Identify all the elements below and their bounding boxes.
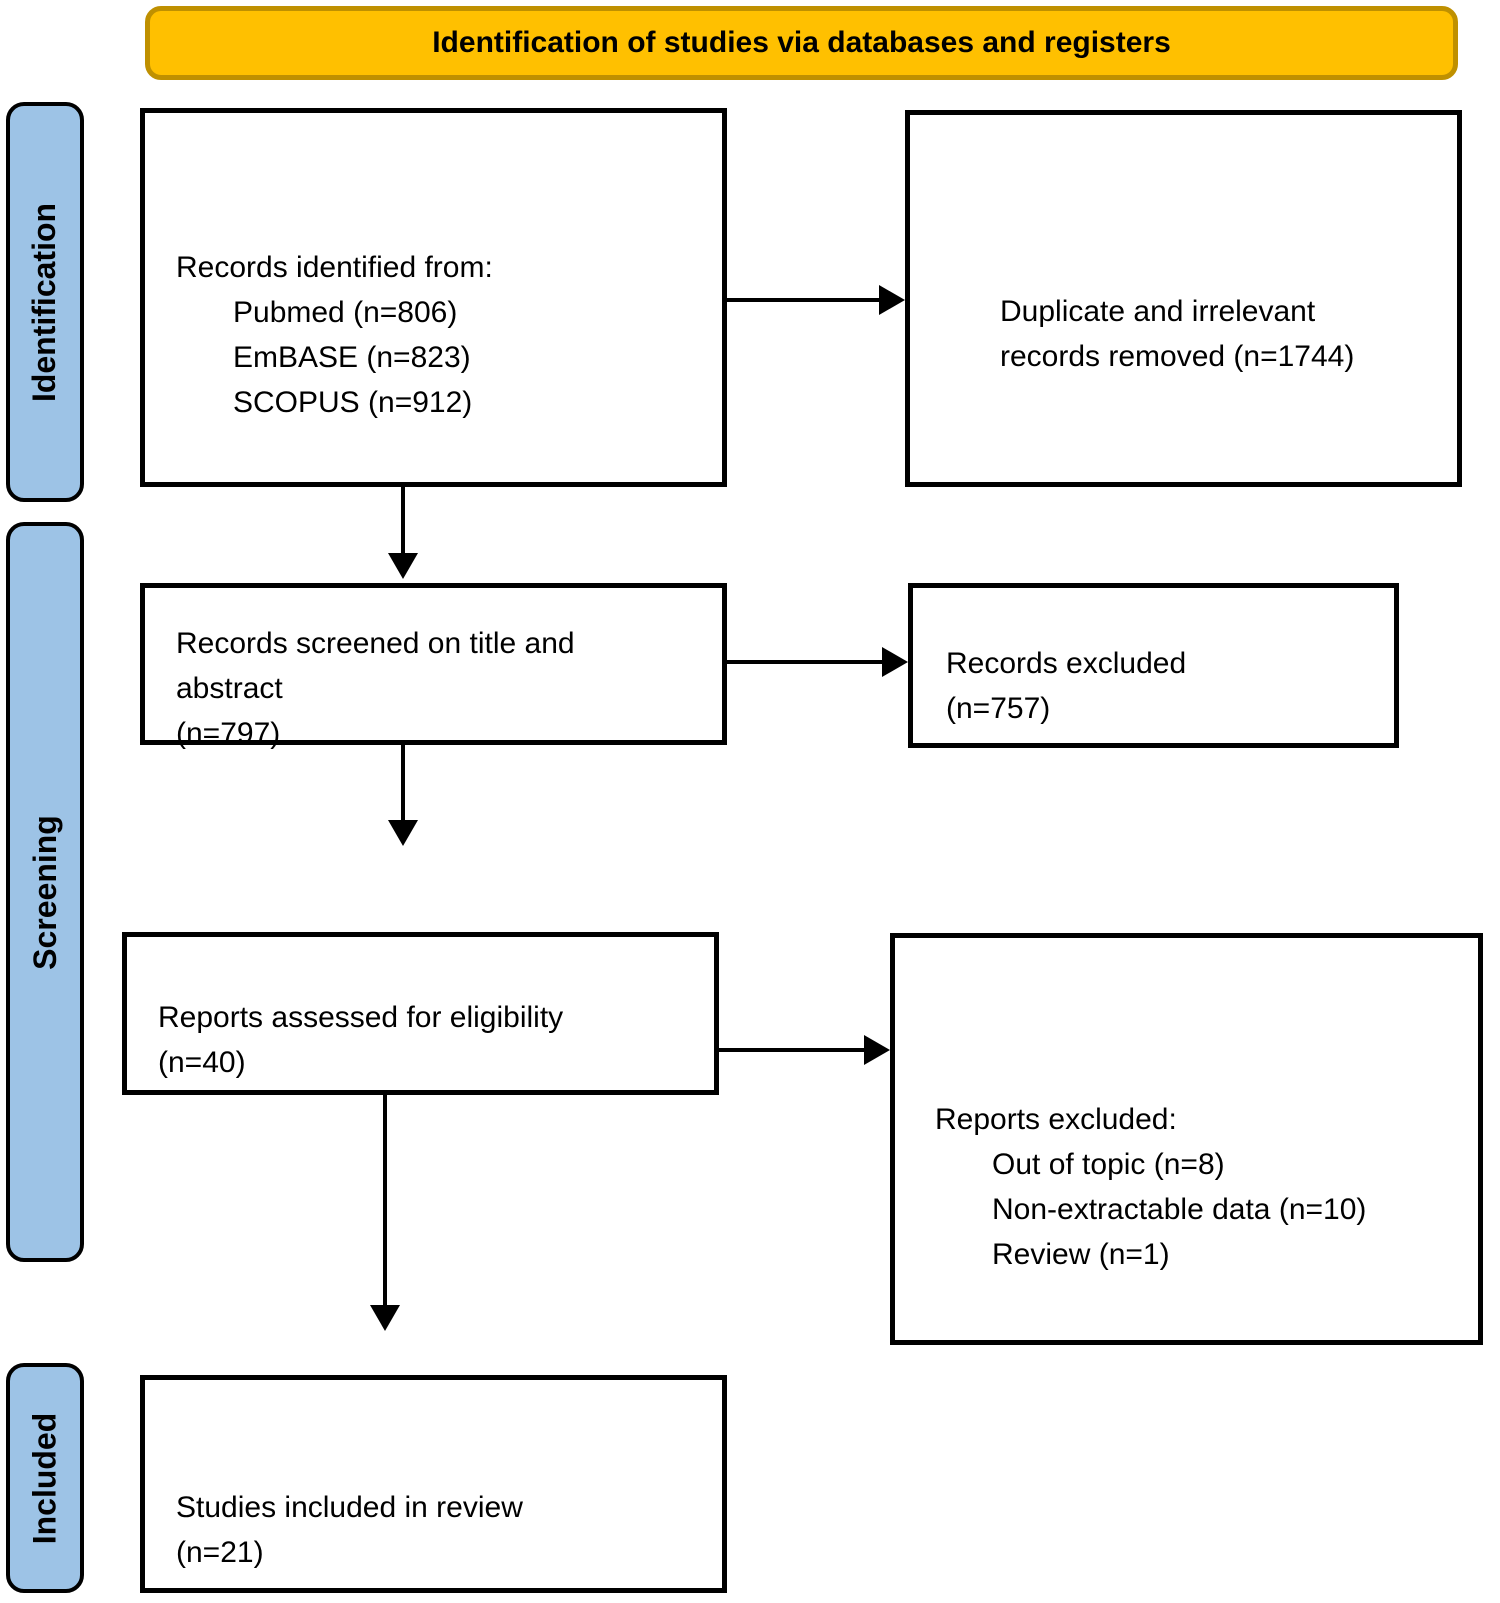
box-records-screened: Records screened on title and abstract (… <box>140 583 727 750</box>
arrow-assessed-to-included-head <box>370 1305 400 1331</box>
arrow-screened-to-excluded-head <box>882 647 908 677</box>
box-duplicates-removed: Duplicate and irrelevant records removed… <box>905 110 1462 487</box>
arrow-identified-to-screened-line <box>401 487 405 553</box>
box-reports-assessed: Reports assessed for eligibility (n=40) <box>122 932 719 1095</box>
records-identified-source-embase: EmBASE (n=823) <box>233 341 471 374</box>
box-studies-included: Studies included in review (n=21) <box>140 1375 727 1593</box>
reports-excluded-title: Reports excluded: <box>935 1102 1177 1136</box>
records-screened-count: (n=797) <box>176 716 281 750</box>
stage-label-identification: Identification <box>6 102 84 502</box>
records-excluded-line1: Records excluded <box>946 646 1187 680</box>
reports-assessed-line1: Reports assessed for eligibility <box>158 1000 564 1034</box>
duplicates-removed-line1: Duplicate and irrelevant <box>1000 294 1316 328</box>
records-screened-line2: abstract <box>176 671 283 705</box>
reports-excluded-reason-review: Review (n=1) <box>992 1237 1170 1271</box>
arrow-identified-to-duplicates-head <box>879 285 905 315</box>
stage-label-included: Included <box>6 1363 84 1593</box>
box-records-excluded: Records excluded (n=757) <box>908 583 1399 748</box>
stage-label-included-text: Included <box>26 1412 63 1544</box>
stage-label-screening: Screening <box>6 522 84 1262</box>
records-identified-source-pubmed: Pubmed (n=806) <box>233 296 458 329</box>
stage-label-screening-text: Screening <box>26 814 63 970</box>
arrow-screened-to-assessed-head <box>388 820 418 846</box>
reports-assessed-count: (n=40) <box>158 1045 246 1079</box>
banner-title-text: Identification of studies via databases … <box>432 26 1171 59</box>
studies-included-line1: Studies included in review <box>176 1491 523 1524</box>
box-reports-excluded: Reports excluded: Out of topic (n=8) Non… <box>890 933 1483 1345</box>
arrow-screened-to-excluded-line <box>727 660 882 664</box>
arrow-assessed-to-excluded-head <box>864 1035 890 1065</box>
arrow-assessed-to-included-line <box>383 1095 387 1305</box>
reports-excluded-reason-data: Non-extractable data (n=10) <box>992 1192 1367 1226</box>
records-excluded-count: (n=757) <box>946 691 1051 725</box>
arrow-screened-to-assessed-line <box>401 745 405 820</box>
reports-excluded-reason-topic: Out of topic (n=8) <box>992 1147 1225 1181</box>
arrow-identified-to-screened-head <box>388 553 418 579</box>
arrow-assessed-to-excluded-line <box>719 1048 864 1052</box>
arrow-identified-to-duplicates-line <box>727 298 879 302</box>
records-identified-title: Records identified from: <box>176 251 493 284</box>
banner-title: Identification of studies via databases … <box>145 6 1458 80</box>
records-screened-line1: Records screened on title and <box>176 626 575 660</box>
duplicates-removed-line2: records removed (n=1744) <box>1000 339 1355 373</box>
studies-included-count: (n=21) <box>176 1536 264 1569</box>
records-identified-source-scopus: SCOPUS (n=912) <box>233 386 473 419</box>
stage-label-identification-text: Identification <box>26 202 63 402</box>
box-records-identified: Records identified from: Pubmed (n=806) … <box>140 108 727 487</box>
